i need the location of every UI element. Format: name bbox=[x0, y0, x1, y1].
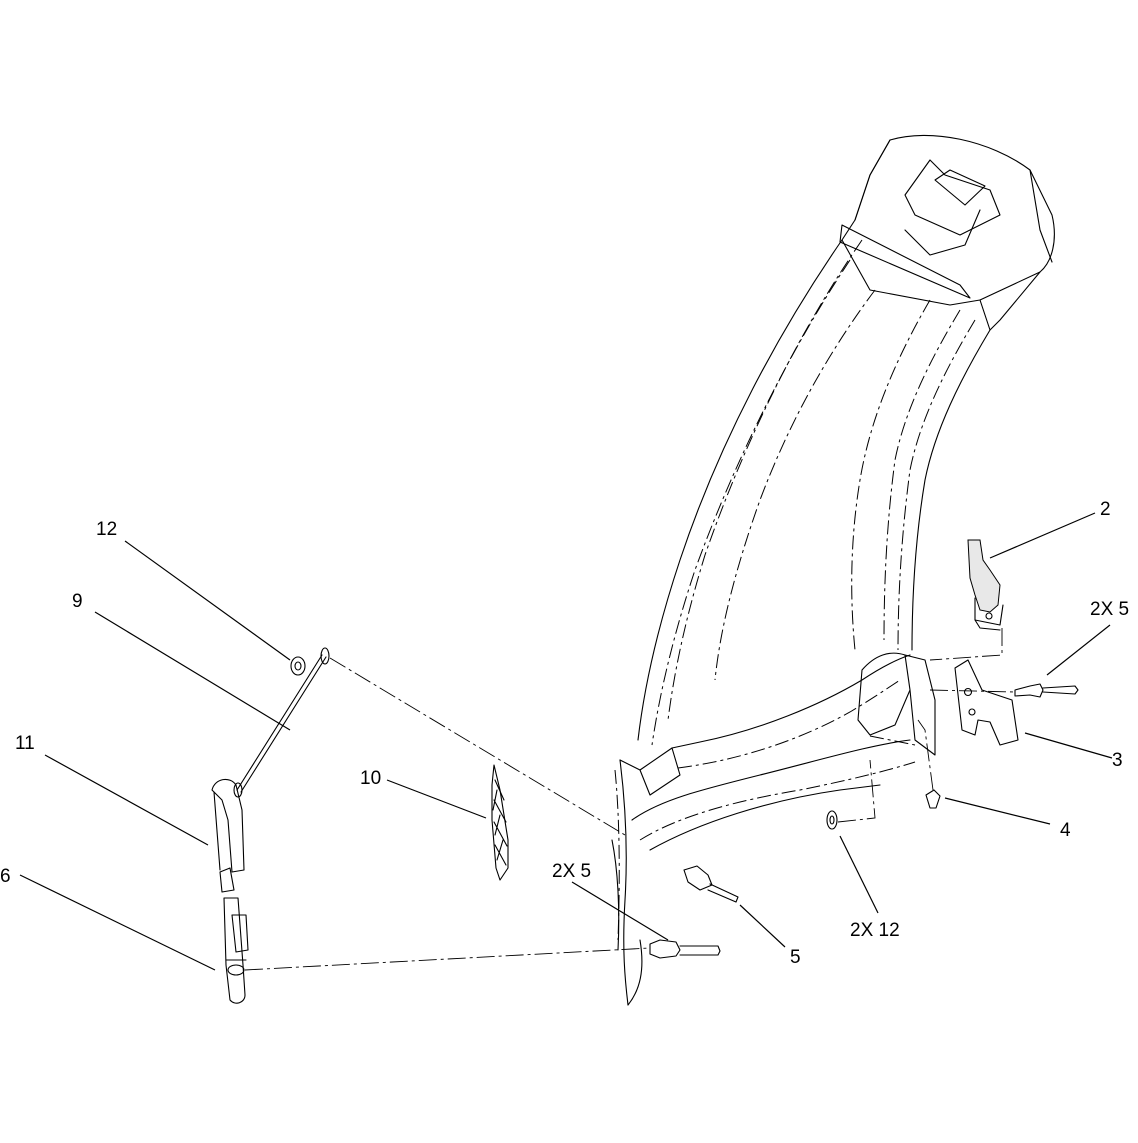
rivet-lower bbox=[649, 939, 721, 959]
latch-part bbox=[929, 539, 1004, 661]
assembly-centerlines bbox=[244, 657, 651, 971]
bracket-part bbox=[929, 659, 1019, 746]
washer-upper bbox=[290, 656, 306, 676]
callout-2x5-upper: 2X 5 bbox=[1090, 599, 1129, 620]
callout-12-upper: 12 bbox=[96, 519, 117, 540]
washer-lower bbox=[826, 759, 876, 830]
callout-3: 3 bbox=[1112, 750, 1123, 771]
chute-body bbox=[611, 134, 1055, 1006]
callout-labels: 12 9 11 6 10 2X 5 5 2X 12 4 3 2X 5 2 bbox=[0, 499, 1129, 968]
callout-10: 10 bbox=[360, 768, 381, 789]
cable-part bbox=[233, 647, 330, 798]
callout-2x5-lower: 2X 5 bbox=[552, 861, 591, 882]
callout-4: 4 bbox=[1060, 820, 1071, 841]
handle-part bbox=[211, 778, 245, 893]
rivet-center bbox=[683, 865, 739, 903]
screw-part bbox=[917, 719, 941, 809]
decal-part bbox=[491, 764, 509, 881]
callout-5: 5 bbox=[790, 947, 801, 968]
callout-2: 2 bbox=[1100, 499, 1111, 520]
pin-part bbox=[223, 897, 249, 1004]
rivet-right bbox=[1014, 683, 1079, 698]
callout-9: 9 bbox=[72, 591, 83, 612]
callout-11: 11 bbox=[15, 733, 35, 754]
callout-2x12: 2X 12 bbox=[850, 920, 900, 941]
leader-lines bbox=[19, 512, 1113, 971]
callout-6: 6 bbox=[0, 866, 11, 887]
